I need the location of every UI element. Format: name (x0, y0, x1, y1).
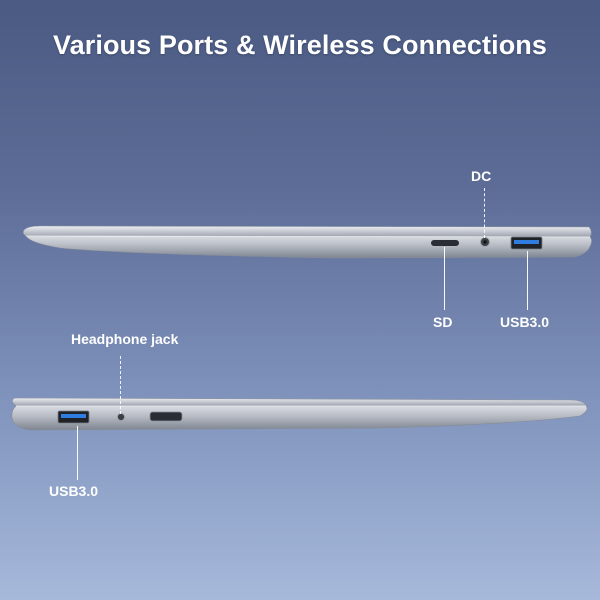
usb-port-icon (57, 410, 90, 424)
headline: Various Ports & Wireless Connections (53, 30, 547, 60)
dc-label: DC (471, 168, 492, 184)
laptop-left-side-view (11, 397, 588, 431)
sd-slot-icon (431, 240, 459, 246)
usb-left-label: USB3.0 (49, 483, 99, 499)
mini-hdmi-port-icon (149, 411, 183, 422)
headphone-jack-icon (117, 413, 125, 421)
usb-port-icon (510, 236, 543, 250)
laptop-right-side-view (23, 225, 592, 259)
usb-left-leader-line (77, 426, 78, 480)
usb-right-leader-line (527, 251, 528, 310)
usb-right-label: USB3.0 (500, 314, 550, 330)
sd-label: SD (433, 314, 453, 330)
dc-leader-line (484, 188, 485, 238)
headphone-jack-leader-line (120, 356, 121, 414)
sd-leader-line (444, 247, 445, 310)
headphone-jack-label: Headphone jack (71, 331, 179, 347)
